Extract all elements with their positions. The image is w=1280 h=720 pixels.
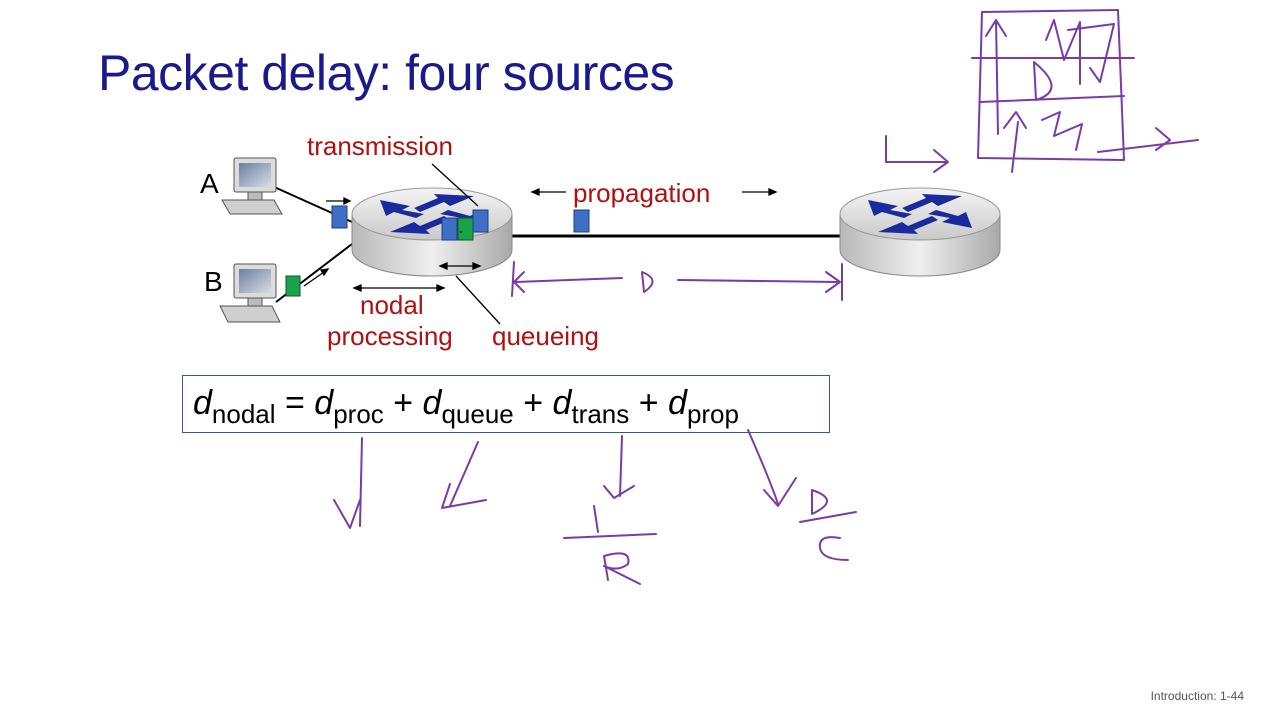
host-a-label: A <box>200 168 219 199</box>
slide-footer: Introduction: 1-44 <box>1150 689 1244 703</box>
router-right <box>839 187 1001 277</box>
formula-queue-sub: queue <box>441 399 514 429</box>
formula-nodal-sub: nodal <box>211 399 276 429</box>
slide-title: Packet delay: four sources <box>98 45 675 101</box>
formula-equals: = <box>275 384 315 422</box>
label-propagation: propagation <box>573 178 711 208</box>
packet-b-incoming <box>285 275 301 297</box>
packet-queued-green <box>457 217 474 241</box>
host-b-computer <box>219 263 281 323</box>
label-nodal: nodal <box>360 290 424 320</box>
handwritten-annotations <box>333 9 1199 585</box>
packet-a-incoming <box>331 205 348 229</box>
formula-trans-sub: trans <box>571 399 630 429</box>
formula-proc-sub: proc <box>333 399 384 429</box>
packet-queued-1 <box>441 217 458 241</box>
formula-plus-3: + <box>629 384 669 422</box>
host-b-label: B <box>204 266 223 297</box>
formula-prop-sub: prop <box>686 399 739 429</box>
formula-d-trans: d <box>552 384 572 422</box>
label-processing: processing <box>327 321 453 351</box>
formula-plus-2: + <box>513 384 553 422</box>
formula-plus-1: + <box>383 384 423 422</box>
delay-formula: dnodal = dproc + dqueue + dtrans + dprop <box>182 375 830 433</box>
host-a-computer <box>221 157 283 215</box>
small-arrows <box>303 163 778 325</box>
label-queueing: queueing <box>492 321 599 351</box>
label-transmission: transmission <box>307 131 453 161</box>
packet-propagating <box>573 209 590 233</box>
formula-d-queue: d <box>422 384 442 422</box>
formula-d-nodal: d <box>193 384 212 422</box>
packet-transmitting <box>472 209 489 233</box>
formula-d-prop: d <box>668 384 687 422</box>
formula-d-proc: d <box>314 384 334 422</box>
